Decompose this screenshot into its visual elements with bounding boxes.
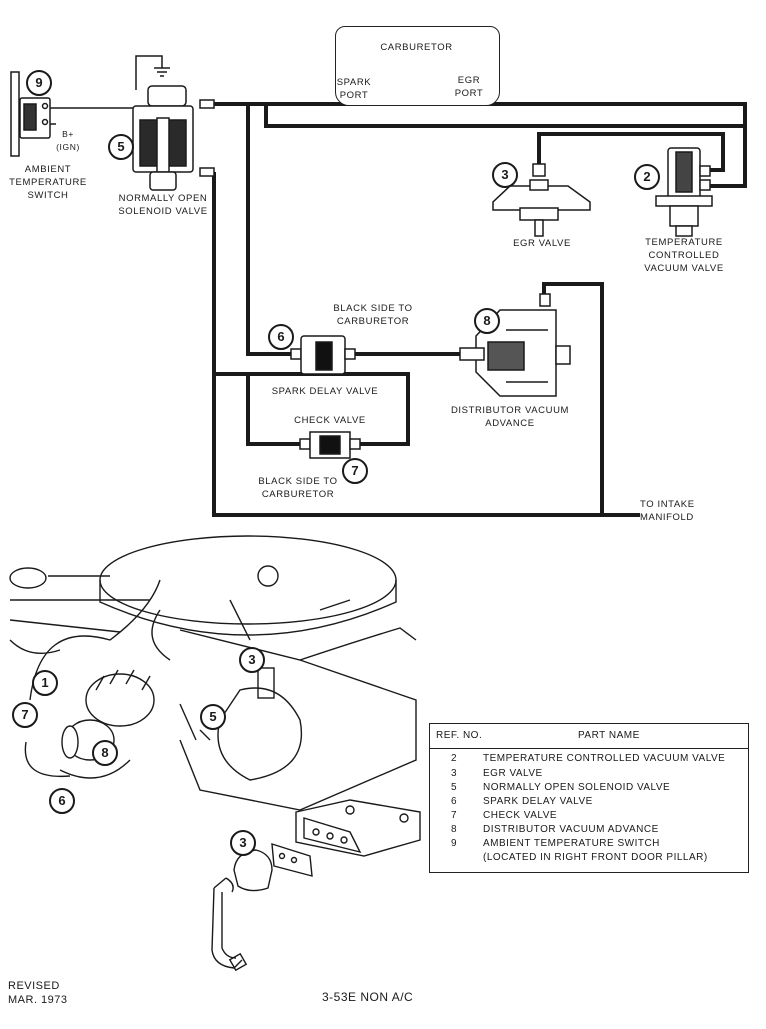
callout-5: 5	[108, 134, 134, 160]
table-row: 7 CHECK VALVE	[430, 810, 748, 824]
egr-valve-label: EGR VALVE	[513, 238, 571, 249]
tcv-icon	[655, 147, 713, 237]
spark-delay-valve-icon	[290, 335, 356, 375]
intake-manifold-label: TO INTAKE MANIFOLD	[640, 499, 695, 523]
illus-callout-8: 8	[92, 740, 118, 766]
table-row: 3 EGR VALVE	[430, 768, 748, 782]
illus-callout-1: 1	[32, 670, 58, 696]
callout-3: 3	[492, 162, 518, 188]
table-row: 5 NORMALLY OPEN SOLENOID VALVE	[430, 782, 748, 796]
callout-9: 9	[26, 70, 52, 96]
check-valve-icon	[299, 431, 361, 459]
ambient-switch-label: AMBIENT TEMPERATURE SWITCH	[9, 164, 87, 201]
table-row: 9 AMBIENT TEMPERATURE SWITCH	[430, 838, 748, 852]
row-ref: 3	[450, 768, 458, 779]
row-part: DISTRIBUTOR VACUUM ADVANCE	[483, 824, 659, 835]
carburetor-block	[335, 26, 500, 106]
row-part: SPARK DELAY VALVE	[483, 796, 593, 807]
egr-port-label: EGR PORT	[454, 75, 484, 99]
row-part: AMBIENT TEMPERATURE SWITCH	[483, 838, 660, 849]
hose-to-spark-delay	[246, 104, 300, 356]
hose-to-check-valve	[246, 374, 300, 446]
engine-illustration	[9, 535, 421, 972]
hose-egr-to-tcv	[537, 132, 725, 172]
row-part: NORMALLY OPEN SOLENOID VALVE	[483, 782, 671, 793]
spark-delay-label: SPARK DELAY VALVE	[271, 386, 379, 397]
row-part: EGR VALVE	[483, 768, 543, 779]
row-ref: 7	[450, 810, 458, 821]
hose-distributor-to-manifold	[542, 282, 604, 515]
parts-table-header: REF. NO. PART NAME	[430, 724, 748, 749]
header-ref: REF. NO.	[436, 730, 483, 741]
table-row: 8 DISTRIBUTOR VACUUM ADVANCE	[430, 824, 748, 838]
illus-callout-5: 5	[200, 704, 226, 730]
distributor-label: DISTRIBUTOR VACUUM ADVANCE	[450, 405, 570, 429]
row-part: CHECK VALVE	[483, 810, 558, 821]
callout-7: 7	[342, 458, 368, 484]
row-ref: 2	[450, 753, 458, 764]
hose-solenoid-to-manifold	[212, 172, 640, 517]
table-row: 6 SPARK DELAY VALVE	[430, 796, 748, 810]
tcv-label: TEMPERATURE CONTROLLED VACUUM VALVE	[644, 237, 724, 274]
table-row: (LOCATED IN RIGHT FRONT DOOR PILLAR)	[430, 852, 748, 866]
solenoid-label: NORMALLY OPEN SOLENOID VALVE	[118, 193, 208, 217]
hose-carb-return	[264, 104, 745, 128]
distributor-advance-icon	[459, 293, 571, 397]
ambient-switch-icon	[10, 71, 51, 157]
solenoid-valve-icon	[132, 85, 215, 191]
callout-2: 2	[634, 164, 660, 190]
b-plus-label: B+ (IGN)	[56, 129, 80, 152]
black-side-top-label: BLACK SIDE TO CARBURETOR	[333, 303, 413, 327]
row-ref: 5	[450, 782, 458, 793]
row-ref: 8	[450, 824, 458, 835]
illus-callout-3: 3	[239, 647, 265, 673]
check-valve-label: CHECK VALVE	[294, 415, 366, 426]
table-row: 2 TEMPERATURE CONTROLLED VACUUM VALVE	[430, 753, 748, 767]
egr-valve-icon	[492, 163, 591, 237]
revised-note: REVISED MAR. 1973	[8, 980, 68, 1006]
header-part: PART NAME	[578, 730, 640, 741]
hose-egr-port-to-tcv	[440, 102, 747, 188]
row-ref: 9	[450, 838, 458, 849]
row-part: TEMPERATURE CONTROLLED VACUUM VALVE	[483, 753, 726, 764]
parts-table: REF. NO. PART NAME 2 TEMPERATURE CONTROL…	[429, 723, 749, 873]
illus-callout-3b: 3	[230, 830, 256, 856]
row-part: (LOCATED IN RIGHT FRONT DOOR PILLAR)	[483, 852, 708, 863]
page-id: 3-53E NON A/C	[322, 990, 414, 1004]
row-ref: 6	[450, 796, 458, 807]
callout-6: 6	[268, 324, 294, 350]
illus-callout-6: 6	[49, 788, 75, 814]
spark-port-label: SPARK PORT	[336, 77, 372, 101]
carburetor-label: CARBURETOR	[380, 42, 453, 53]
illus-callout-7: 7	[12, 702, 38, 728]
callout-8: 8	[474, 308, 500, 334]
black-side-bottom-label: BLACK SIDE TO CARBURETOR	[258, 476, 338, 500]
